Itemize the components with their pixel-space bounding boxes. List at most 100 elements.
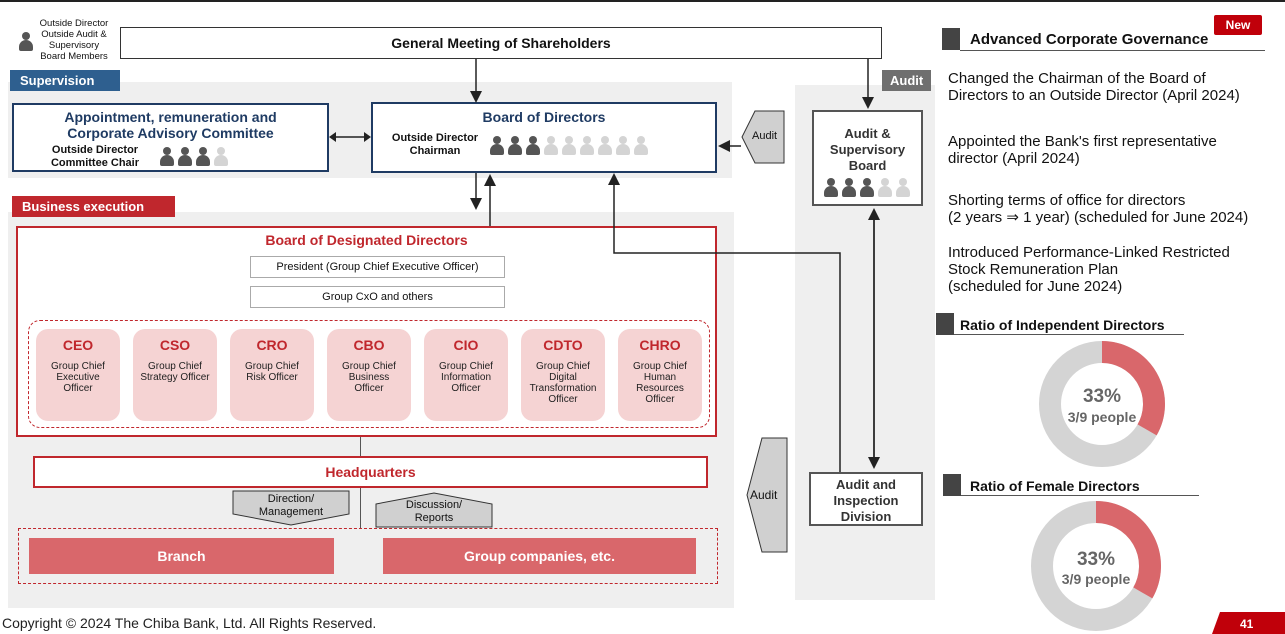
- president-box: President (Group Chief Executive Officer…: [250, 256, 505, 278]
- officers-dashed-frame: [28, 320, 710, 428]
- officer-description-line: Resources: [636, 383, 684, 394]
- item-line: Appointed the Bank's first representativ…: [948, 133, 1217, 150]
- governance-underline: [960, 50, 1265, 51]
- legend-line: Outside Audit &: [41, 29, 107, 40]
- outside-director-icon: [195, 147, 211, 167]
- committee-title-line: Appointment, remuneration and: [64, 109, 277, 125]
- officer-code: CDTO: [543, 337, 583, 353]
- governance-item-3: Shorting terms of office for directors (…: [948, 192, 1283, 226]
- audit-board-people: [823, 178, 913, 203]
- officer-code: CHRO: [639, 337, 681, 353]
- item-line: (2 years ⇒ 1 year) (scheduled for June 2…: [948, 209, 1249, 226]
- item-line: director (April 2024): [948, 150, 1080, 167]
- board-of-directors-box: Board of Directors Outside Director Chai…: [371, 102, 717, 173]
- direction-shape: [232, 490, 350, 526]
- female-underline: [961, 495, 1199, 496]
- legend-line: Outside Director: [39, 18, 109, 29]
- copyright: Copyright © 2024 The Chiba Bank, Ltd. Al…: [2, 615, 377, 631]
- branch-dashed-frame: [18, 528, 718, 584]
- officer-code: CIO: [453, 337, 479, 353]
- discussion-shape: [375, 492, 493, 528]
- audit-arrow-shape: [741, 110, 785, 164]
- female-people: 3/9 people: [1061, 571, 1131, 587]
- audit-arrow-label-2: Audit: [750, 488, 778, 502]
- designated-directors-box: Board of Designated Directors President …: [16, 226, 717, 437]
- officer-description-line: Officer: [645, 394, 675, 405]
- page-number-tab: [1212, 612, 1285, 634]
- officer-description-line: Group Chief: [536, 361, 590, 372]
- director-icon: [579, 136, 595, 156]
- outside-director-icon: [159, 147, 175, 167]
- page-number: 41: [1240, 617, 1254, 631]
- governance-item-2: Appointed the Bank's first representativ…: [948, 133, 1283, 167]
- officer-description-line: Officer: [548, 394, 578, 405]
- donut-share: [1101, 341, 1165, 436]
- item-line: Changed the Chairman of the Board of: [948, 70, 1206, 87]
- cxo-label: Group CxO and others: [322, 291, 433, 303]
- governance-item-1: Changed the Chairman of the Board of Dir…: [948, 70, 1283, 104]
- audit-board-title: Audit & Supervisory Board: [814, 126, 921, 174]
- officer-description-line: Group Chief: [633, 361, 687, 372]
- headquarters-label: Headquarters: [325, 464, 416, 480]
- item-line: Introduced Performance-Linked Restricted: [948, 244, 1230, 261]
- item-line: (scheduled for June 2024): [948, 278, 1123, 295]
- president-label: President (Group Chief Executive Officer…: [276, 261, 479, 273]
- group-companies-label: Group companies, etc.: [464, 548, 615, 564]
- director-icon: [543, 136, 559, 156]
- female-donut: [1031, 501, 1161, 631]
- officer-code: CBO: [353, 337, 385, 353]
- legend-line: Supervisory: [48, 40, 100, 51]
- audit-inspection-line: Audit and: [836, 477, 896, 492]
- audit-arrow-label: Audit: [752, 130, 778, 142]
- discussion-line: Reports: [414, 512, 454, 524]
- independent-donut: [1039, 341, 1165, 467]
- outside-director-icon: [177, 147, 193, 167]
- officer-description-line: Transformation: [529, 383, 597, 394]
- independent-heading-marker: [936, 313, 954, 335]
- audit-inspection-line: Inspection: [833, 493, 899, 508]
- donut-share: [1095, 501, 1161, 599]
- item-line: Stock Remuneration Plan: [948, 261, 1119, 278]
- officer-description-line: Risk Officer: [246, 372, 298, 383]
- officer-description-line: Information: [440, 372, 492, 383]
- headquarters-box: Headquarters: [33, 456, 708, 488]
- officer-description-line: Business: [348, 372, 390, 383]
- business-execution-tag: Business execution: [12, 196, 175, 217]
- direction-line: Direction/: [267, 493, 315, 505]
- committee-title: Appointment, remuneration and Corporate …: [14, 109, 327, 141]
- cxo-box: Group CxO and others: [250, 286, 505, 308]
- director-icon: [895, 178, 911, 198]
- board-title: Board of Directors: [482, 109, 606, 125]
- branch-bar: Branch: [29, 538, 334, 574]
- director-icon: [633, 136, 649, 156]
- independent-heading: Ratio of Independent Directors: [960, 317, 1165, 333]
- officer-description-line: Group Chief: [439, 361, 493, 372]
- supervision-tag: Supervision: [10, 70, 120, 91]
- officer-description-line: Officer: [451, 383, 481, 394]
- discussion-label: Discussion/ Reports: [375, 499, 493, 525]
- officer-code: CRO: [256, 337, 288, 353]
- director-icon: [877, 178, 893, 198]
- committee-people: [159, 147, 231, 172]
- audit-inspection-box: Audit and Inspection Division: [809, 472, 923, 526]
- officer-description-line: Strategy Officer: [140, 372, 210, 383]
- female-pct: 33%: [1076, 549, 1116, 570]
- female-heading-marker: [943, 474, 961, 496]
- legend-icon: [18, 32, 36, 57]
- committee-title-line: Corporate Advisory Committee: [67, 125, 274, 141]
- audit-inspection-line: Division: [840, 509, 892, 524]
- audit-inspection-label: Audit and Inspection Division: [811, 477, 921, 525]
- direction-line: Management: [258, 506, 324, 518]
- item-line: Shorting terms of office for directors: [948, 192, 1186, 209]
